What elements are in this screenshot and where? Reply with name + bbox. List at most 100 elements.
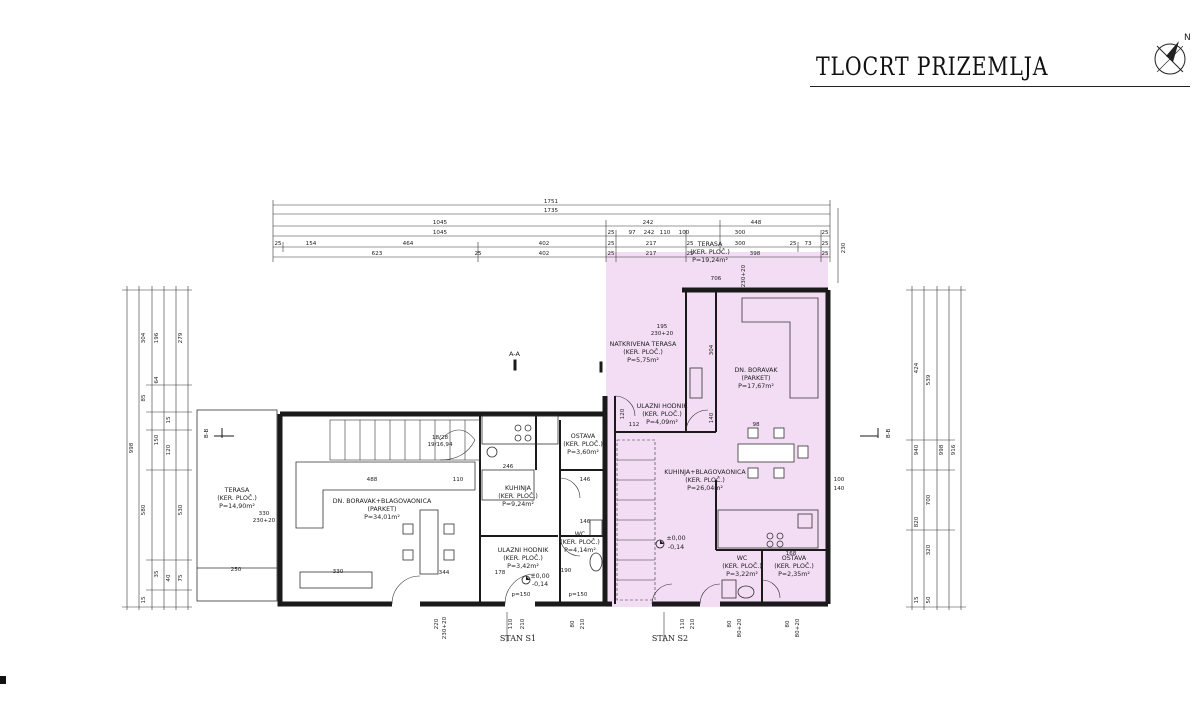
svg-text:998: 998 bbox=[939, 444, 945, 455]
edge-marker bbox=[0, 676, 6, 684]
svg-text:304: 304 bbox=[141, 332, 147, 343]
svg-text:(KER. PLOČ.): (KER. PLOČ.) bbox=[563, 439, 603, 448]
top-dimension-chains bbox=[272, 200, 839, 283]
svg-text:P=19,24m²: P=19,24m² bbox=[692, 257, 728, 264]
room-wc-s1: WC (KER. PLOČ.) P=4,14m² bbox=[560, 531, 600, 554]
left-dimension-labels: 998 304 196 279 85 64 15 150 120 580 530… bbox=[129, 332, 184, 603]
svg-text:210: 210 bbox=[580, 618, 586, 629]
stan2-area bbox=[606, 283, 828, 607]
svg-text:154: 154 bbox=[306, 241, 317, 247]
svg-text:15: 15 bbox=[166, 416, 172, 424]
svg-text:WC: WC bbox=[575, 531, 586, 538]
svg-text:(KER. PLOČ.): (KER. PLOČ.) bbox=[498, 491, 538, 500]
svg-text:110: 110 bbox=[453, 477, 464, 483]
svg-text:190: 190 bbox=[561, 568, 572, 574]
svg-text:P=3,22m²: P=3,22m² bbox=[726, 571, 758, 578]
svg-text:15: 15 bbox=[141, 596, 147, 604]
left-terrace bbox=[196, 409, 278, 602]
svg-text:DN. BORAVAK: DN. BORAVAK bbox=[734, 367, 778, 374]
title-underline bbox=[810, 86, 1190, 87]
svg-text:150: 150 bbox=[154, 434, 160, 445]
svg-text:97: 97 bbox=[628, 230, 636, 236]
svg-text:35: 35 bbox=[154, 570, 160, 578]
svg-text:±0,00: ±0,00 bbox=[530, 573, 549, 580]
svg-text:1045: 1045 bbox=[433, 220, 448, 226]
svg-text:402: 402 bbox=[539, 251, 550, 257]
wc-fixtures-s2 bbox=[721, 579, 755, 599]
svg-text:25: 25 bbox=[274, 241, 282, 247]
svg-text:210: 210 bbox=[690, 618, 696, 629]
room-wc-s2: WC (KER. PLOČ.) P=3,22m² bbox=[722, 555, 762, 578]
svg-text:80: 80 bbox=[727, 620, 733, 628]
svg-text:320: 320 bbox=[926, 544, 932, 555]
svg-text:OSTAVA: OSTAVA bbox=[571, 433, 596, 440]
svg-text:80: 80 bbox=[785, 620, 791, 628]
svg-text:330: 330 bbox=[259, 511, 270, 517]
svg-text:18/28: 18/28 bbox=[432, 435, 449, 441]
svg-text:(KER. PLOČ.): (KER. PLOČ.) bbox=[690, 247, 730, 256]
svg-text:100: 100 bbox=[834, 477, 845, 483]
svg-text:100: 100 bbox=[679, 230, 690, 236]
svg-text:464: 464 bbox=[403, 241, 414, 247]
room-terasa-top: TERASA (KER. PLOČ.) P=19,24m² bbox=[690, 241, 730, 264]
sofa-s1 bbox=[295, 461, 476, 529]
wc-fixtures-s1 bbox=[589, 519, 603, 572]
room-natkrivena: NATKRIVENA TERASA (KER. PLOČ.) P=5,75m² bbox=[610, 341, 677, 364]
room-ostava-s2: OSTAVA (KER. PLOČ.) P=2,35m² bbox=[774, 555, 814, 578]
svg-text:230: 230 bbox=[841, 242, 847, 253]
svg-text:B-B: B-B bbox=[886, 428, 892, 438]
svg-text:580: 580 bbox=[141, 504, 147, 515]
svg-text:ULAZNI HODNIK: ULAZNI HODNIK bbox=[637, 403, 689, 410]
svg-text:ULAZNI HODNIK: ULAZNI HODNIK bbox=[498, 547, 550, 554]
svg-text:KUHINJA: KUHINJA bbox=[505, 485, 532, 492]
svg-text:242: 242 bbox=[644, 230, 655, 236]
svg-text:448: 448 bbox=[751, 220, 762, 226]
svg-text:250: 250 bbox=[231, 567, 242, 573]
svg-text:WC: WC bbox=[737, 555, 748, 562]
svg-text:279: 279 bbox=[178, 332, 184, 343]
svg-text:424: 424 bbox=[914, 362, 920, 373]
room-ostava-s1: OSTAVA (KER. PLOČ.) P=3,60m² bbox=[563, 433, 603, 456]
svg-text:P=2,35m²: P=2,35m² bbox=[778, 571, 810, 578]
room-hodnik-s2: ULAZNI HODNIK (KER. PLOČ.) P=4,09m² bbox=[637, 403, 689, 426]
svg-text:25: 25 bbox=[821, 251, 829, 257]
svg-text:112: 112 bbox=[629, 422, 640, 428]
svg-text:230+20: 230+20 bbox=[741, 264, 747, 287]
svg-text:80: 80 bbox=[570, 620, 576, 628]
svg-text:19/16,94: 19/16,94 bbox=[427, 442, 452, 448]
svg-text:25: 25 bbox=[607, 241, 615, 247]
sofa-s2 bbox=[741, 297, 819, 399]
svg-text:25: 25 bbox=[607, 230, 615, 236]
svg-text:700: 700 bbox=[926, 494, 932, 505]
svg-text:230+20: 230+20 bbox=[253, 518, 276, 524]
svg-text:146: 146 bbox=[580, 519, 591, 525]
svg-text:25: 25 bbox=[474, 251, 482, 257]
svg-text:±0,00: ±0,00 bbox=[666, 535, 685, 542]
north-arrow-icon: N bbox=[1154, 33, 1191, 75]
right-dimension-labels: 998 916 424 539 940 700 820 320 15 50 bbox=[914, 362, 957, 603]
staircase-s2 bbox=[616, 439, 656, 601]
svg-text:539: 539 bbox=[926, 374, 932, 385]
svg-text:1735: 1735 bbox=[544, 208, 559, 214]
left-dimension-chains bbox=[122, 286, 192, 610]
svg-text:NATKRIVENA TERASA: NATKRIVENA TERASA bbox=[610, 341, 677, 348]
kitchen-s1 bbox=[481, 415, 559, 501]
svg-text:25: 25 bbox=[686, 241, 694, 247]
svg-text:344: 344 bbox=[439, 570, 450, 576]
svg-text:KUHINJA+BLAGOVAONICA: KUHINJA+BLAGOVAONICA bbox=[664, 469, 746, 476]
exterior-walls bbox=[277, 287, 831, 607]
svg-text:P=4,14m²: P=4,14m² bbox=[564, 547, 596, 554]
kitchen-s2 bbox=[717, 509, 819, 549]
svg-text:OSTAVA: OSTAVA bbox=[782, 555, 807, 562]
svg-text:304: 304 bbox=[709, 344, 715, 355]
svg-text:p=150: p=150 bbox=[512, 592, 531, 598]
svg-text:P=26,04m²: P=26,04m² bbox=[687, 485, 723, 492]
stan-s1-label: STAN S1 bbox=[500, 634, 536, 643]
svg-text:50: 50 bbox=[926, 596, 932, 604]
stan-s2-label: STAN S2 bbox=[652, 634, 688, 643]
svg-text:(PARKET): (PARKET) bbox=[368, 506, 397, 513]
inner-dimensions: 488 330 230+20 250 344 330 246 110 146 1… bbox=[231, 264, 845, 598]
dining-table-s2 bbox=[737, 427, 809, 479]
svg-text:820: 820 bbox=[914, 516, 920, 527]
